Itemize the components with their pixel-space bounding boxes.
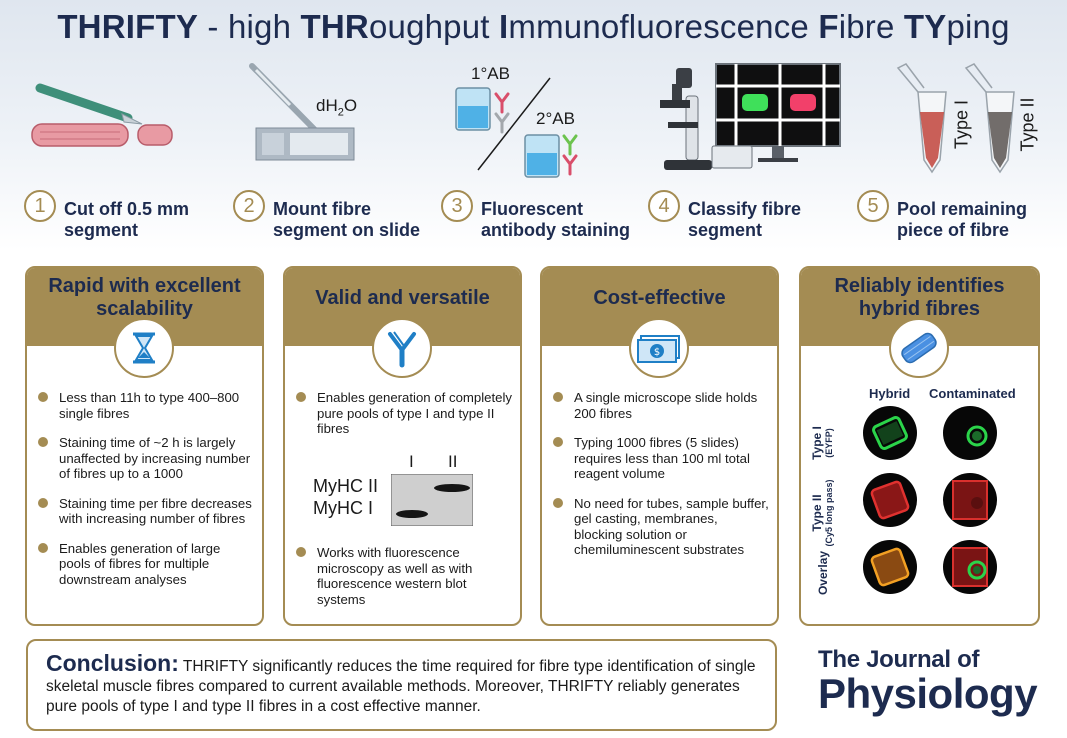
muscle-fibre-icon	[31, 123, 173, 147]
card-hybrid-fibres: Reliably identifies hybrid fibres Hybrid…	[799, 266, 1040, 626]
svg-text:$: $	[654, 347, 660, 358]
journal-logo: The Journal of Physiology	[818, 646, 1038, 718]
card-title: Rapid with excellent scalability	[48, 275, 241, 320]
row-label-overlay: Overlay	[816, 550, 830, 596]
list-item: A single microscope slide holds 200 fibr…	[552, 390, 769, 421]
list-item: Enables generation of completely pure po…	[295, 390, 512, 437]
fibre-icon	[889, 318, 949, 378]
bullet-list: Less than 11h to type 400–800 single fib…	[37, 390, 254, 601]
journal-name-line2: Physiology	[818, 670, 1038, 717]
micrograph-hybrid-overlay	[863, 540, 917, 594]
micrograph-contaminated-type-ii	[943, 473, 997, 527]
fibre-tube-icons	[896, 63, 1015, 174]
row-label-type-i: Type I (EYFP)	[810, 426, 834, 460]
antibody-tube-icon	[455, 87, 560, 178]
micrograph-hybrid-type-i	[863, 406, 917, 460]
card-cost-effective: Cost-effective $ A single microscope sli…	[540, 266, 779, 626]
antibody-icon	[372, 318, 432, 378]
type-ii-tube-label: Type II	[1017, 97, 1038, 152]
bullet-list: A single microscope slide holds 200 fibr…	[552, 390, 769, 572]
conclusion-heading: Conclusion:	[46, 650, 179, 676]
primary-antibody-label: 1°AB	[471, 64, 510, 83]
page-title: THRIFTY - high THRoughput Immunofluoresc…	[57, 8, 1010, 45]
step-number: 4	[648, 190, 680, 222]
microscope-slide-icon	[255, 127, 355, 161]
type-i-tube-label: Type I	[951, 99, 972, 150]
divider-slash	[477, 77, 551, 171]
card-scalability: Rapid with excellent scalability Less th…	[25, 266, 264, 626]
conclusion-box: Conclusion: THRIFTY significantly reduce…	[26, 639, 777, 731]
blot-band-label: MyHC II	[313, 476, 378, 496]
bullet-list: Enables generation of completely pure po…	[295, 390, 512, 451]
blot-image	[391, 474, 473, 526]
list-item: Less than 11h to type 400–800 single fib…	[37, 390, 254, 421]
workflow-illustrations	[31, 63, 1015, 178]
water-label: dH2O	[316, 96, 358, 119]
conclusion-text: Conclusion: THRIFTY significantly reduce…	[46, 650, 756, 716]
scalpel-icon	[35, 83, 143, 125]
antibody-y-icons	[494, 92, 578, 176]
micrograph-hybrid-type-ii	[863, 473, 917, 527]
card-valid-versatile: Valid and versatile Enables generation o…	[283, 266, 522, 626]
micrograph-contaminated-overlay	[943, 540, 997, 594]
blot-lane-label: I	[409, 452, 414, 471]
column-label-hybrid: Hybrid	[869, 386, 911, 401]
blot-lane-label: II	[448, 452, 458, 471]
list-item: Works with fluorescence microscopy as we…	[295, 545, 512, 607]
micrograph-contaminated-type-i	[943, 406, 997, 460]
list-item: No need for tubes, sample buffer, gel ca…	[552, 496, 769, 558]
card-title: Cost-effective	[593, 286, 726, 309]
microscope-icon	[660, 68, 712, 170]
bullet-list: Works with fluorescence microscopy as we…	[295, 545, 512, 621]
step-number: 2	[233, 190, 265, 222]
list-item: Typing 1000 fibres (5 slides) requires l…	[552, 435, 769, 482]
blot-band-label: MyHC I	[313, 498, 373, 518]
journal-name-line1: The Journal of	[818, 646, 980, 673]
step-number: 5	[857, 190, 889, 222]
step-number: 1	[24, 190, 56, 222]
column-label-contaminated: Contaminated	[929, 386, 1016, 401]
list-item: Staining time of ~2 h is largely unaffec…	[37, 435, 254, 482]
western-blot: I II MyHC II MyHC I	[313, 452, 513, 532]
list-item: Staining time per fibre decreases with i…	[37, 496, 254, 527]
hourglass-icon	[114, 318, 174, 378]
money-icon: $	[629, 318, 689, 378]
list-item: Enables generation of large pools of fib…	[37, 541, 254, 588]
secondary-antibody-label: 2°AB	[536, 109, 575, 128]
card-title: Valid and versatile	[315, 286, 490, 309]
computer-monitor-icon	[711, 63, 841, 169]
step-number: 3	[441, 190, 473, 222]
card-title: Reliably identifies hybrid fibres	[834, 275, 1005, 320]
header-background	[0, 0, 1067, 250]
